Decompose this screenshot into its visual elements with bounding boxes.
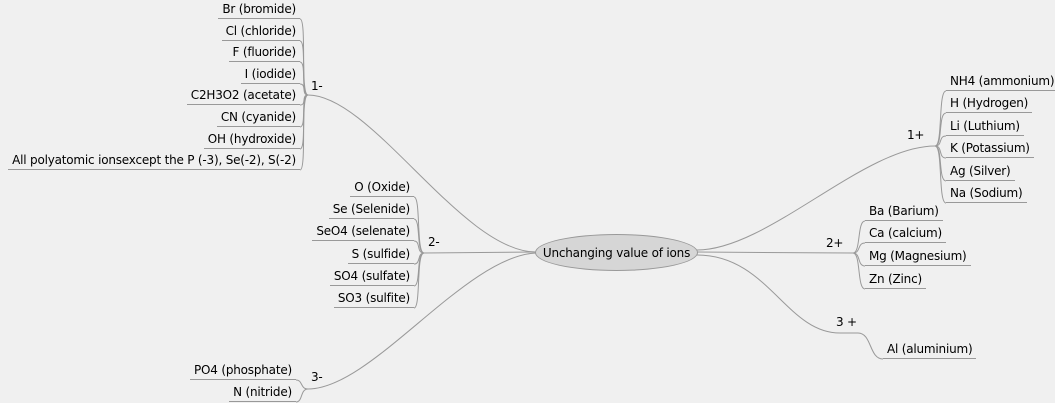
branch-label-1-minus[interactable]: 1- (311, 79, 323, 93)
node-barium[interactable]: Ba (Barium) (865, 204, 943, 221)
node-oxide[interactable]: O (Oxide) (350, 180, 414, 197)
edges-branch-3-minus (295, 379, 309, 403)
node-nitride[interactable]: N (nitride) (229, 385, 296, 402)
root-node[interactable]: Unchanging value of ions (535, 234, 698, 271)
edges-branch-1-minus (299, 18, 309, 171)
node-cyanide[interactable]: CN (cyanide) (216, 110, 300, 127)
node-hydrogen[interactable]: H (Hydrogen) (946, 96, 1033, 113)
node-phosphate[interactable]: PO4 (phosphate) (190, 363, 296, 380)
branch-label-3-plus[interactable]: 3 + (836, 315, 857, 329)
root-node-label: Unchanging value of ions (542, 245, 691, 260)
node-sulfate[interactable]: SO4 (sulfate) (329, 269, 414, 286)
edges-branch-2-minus (413, 196, 425, 309)
node-potassium[interactable]: K (Potassium) (946, 141, 1034, 158)
node-selenide[interactable]: Se (Selenide) (328, 202, 414, 219)
node-hydroxide[interactable]: OH (hydroxide) (203, 132, 300, 149)
node-silver[interactable]: Ag (Silver) (946, 164, 1015, 181)
node-fluoride[interactable]: F (fluoride) (228, 45, 300, 62)
node-iodide[interactable]: I (iodide) (240, 67, 300, 84)
node-chloride[interactable]: Cl (chloride) (221, 24, 300, 41)
edges-root-to-branches (307, 94, 936, 390)
branch-label-2-plus[interactable]: 2+ (826, 236, 844, 250)
branch-label-1-plus[interactable]: 1+ (907, 128, 925, 142)
node-lithium[interactable]: Li (Luthium) (946, 119, 1024, 136)
node-polyatomic-exception[interactable]: All polyatomic ionsexcept the P (-3), Se… (8, 153, 300, 170)
edges-branch-1-plus (934, 90, 947, 204)
node-sulfite[interactable]: SO3 (sulfite) (333, 291, 414, 308)
node-sodium[interactable]: Na (Sodium) (946, 186, 1027, 203)
branch-label-3-minus[interactable]: 3- (311, 370, 323, 384)
edges-branch-2-plus (852, 220, 866, 290)
node-acetate[interactable]: C2H3O2 (acetate) (186, 88, 300, 105)
node-selenate[interactable]: SeO4 (selenate) (312, 224, 414, 241)
node-sulfide[interactable]: S (sulfide) (347, 247, 414, 264)
branch-label-2-minus[interactable]: 2- (428, 235, 440, 249)
node-calcium[interactable]: Ca (calcium) (865, 226, 947, 243)
node-ammonium[interactable]: NH4 (ammonium) (946, 74, 1055, 91)
node-magnesium[interactable]: Mg (Magnesium) (865, 249, 971, 266)
node-aluminium[interactable]: Al (aluminium) (883, 342, 977, 359)
node-bromide[interactable]: Br (bromide) (218, 2, 300, 19)
node-zinc[interactable]: Zn (Zinc) (865, 272, 926, 289)
